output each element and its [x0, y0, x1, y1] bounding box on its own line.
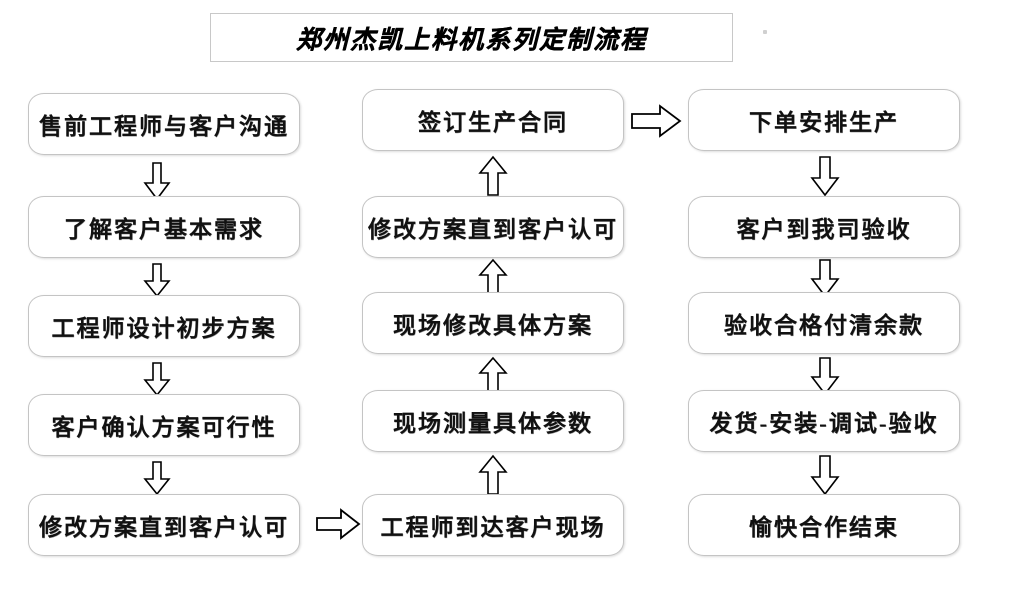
node-middle-5[interactable]: 工程师到达客户现场 — [362, 494, 624, 556]
node-left-4[interactable]: 客户确认方案可行性 — [28, 394, 300, 456]
node-left-5-label: 修改方案直到客户认可 — [39, 515, 289, 540]
node-right-1[interactable]: 下单安排生产 — [688, 89, 960, 151]
chart-title-text: 郑州杰凯上料机系列定制流程 — [295, 26, 647, 54]
arrow-up-middle-4 — [478, 454, 508, 496]
node-left-1-label: 售前工程师与客户沟通 — [39, 114, 289, 139]
node-middle-5-label: 工程师到达客户现场 — [380, 515, 606, 540]
node-right-3[interactable]: 验收合格付清余款 — [688, 292, 960, 354]
arrow-up-middle-1 — [478, 155, 508, 197]
node-right-4-label: 发货-安装-调试-验收 — [709, 411, 939, 436]
node-left-3-label: 工程师设计初步方案 — [51, 316, 277, 341]
node-middle-2-label: 修改方案直到客户认可 — [368, 217, 618, 242]
node-right-5[interactable]: 愉快合作结束 — [688, 494, 960, 556]
arrow-down-right-4 — [810, 454, 840, 496]
node-middle-3-label: 现场修改具体方案 — [393, 313, 593, 338]
arrow-down-right-1 — [810, 155, 840, 197]
node-left-5[interactable]: 修改方案直到客户认可 — [28, 494, 300, 556]
node-left-2[interactable]: 了解客户基本需求 — [28, 196, 300, 258]
node-middle-3[interactable]: 现场修改具体方案 — [362, 292, 624, 354]
arrow-down-right-2 — [810, 258, 840, 298]
node-right-1-label: 下单安排生产 — [749, 110, 899, 135]
node-left-1[interactable]: 售前工程师与客户沟通 — [28, 93, 300, 155]
arrow-right-left-to-middle — [315, 506, 361, 542]
arrow-down-left-1 — [143, 161, 171, 201]
arrow-down-left-2 — [143, 262, 171, 298]
chart-title-box: 郑州杰凯上料机系列定制流程 — [210, 13, 733, 62]
node-middle-1[interactable]: 签订生产合同 — [362, 89, 624, 151]
arrow-right-middle-to-right — [630, 103, 682, 139]
node-right-5-label: 愉快合作结束 — [749, 515, 899, 540]
node-middle-1-label: 签订生产合同 — [418, 110, 568, 135]
node-right-2-label: 客户到我司验收 — [736, 217, 912, 242]
node-middle-4-label: 现场测量具体参数 — [393, 411, 593, 436]
node-middle-2[interactable]: 修改方案直到客户认可 — [362, 196, 624, 258]
arrow-down-left-4 — [143, 460, 171, 496]
node-right-3-label: 验收合格付清余款 — [724, 313, 924, 338]
node-right-4[interactable]: 发货-安装-调试-验收 — [688, 390, 960, 452]
node-left-2-label: 了解客户基本需求 — [64, 217, 264, 242]
arrow-down-left-3 — [143, 361, 171, 397]
node-left-3[interactable]: 工程师设计初步方案 — [28, 295, 300, 357]
arrow-down-right-3 — [810, 356, 840, 396]
node-right-2[interactable]: 客户到我司验收 — [688, 196, 960, 258]
node-middle-4[interactable]: 现场测量具体参数 — [362, 390, 624, 452]
stray-artifact-dot — [763, 30, 767, 34]
node-left-4-label: 客户确认方案可行性 — [51, 415, 277, 440]
